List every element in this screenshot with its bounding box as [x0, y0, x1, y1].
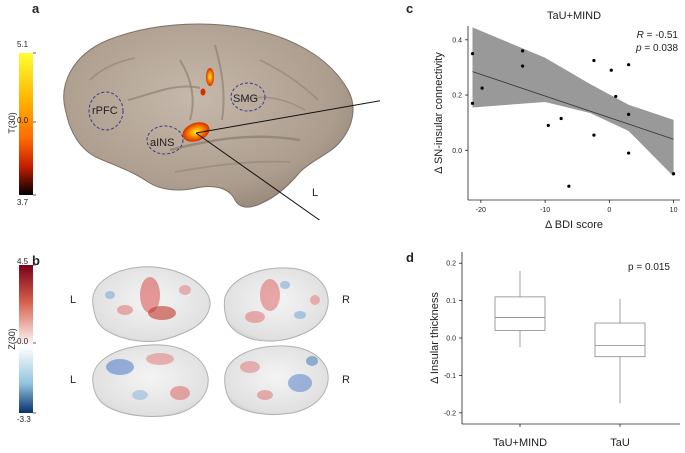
stat-p-symbol: p: [635, 43, 642, 54]
stat-r: R = -0.51: [637, 30, 679, 41]
label-b-top-left: L: [70, 294, 77, 306]
brain-lateral-left-z: [92, 266, 211, 342]
colorbar-t: [19, 53, 33, 195]
box: [494, 296, 546, 331]
stat-p-value: = 0.038: [642, 43, 679, 54]
y-tick-label: 0.4: [452, 37, 462, 44]
y-tick-label: 0.0: [452, 148, 462, 155]
panel-letter-c: c: [406, 1, 414, 16]
data-point: [567, 184, 571, 188]
connector-line-d: [195, 132, 321, 220]
panel-a-figure: [19, 23, 380, 220]
data-point: [627, 63, 631, 67]
roi-smg-outline: [230, 82, 266, 112]
colorbar-z-mid: 0.0: [17, 337, 29, 346]
chart-title: TaU+MIND: [547, 10, 601, 22]
x-tick-label: TaU+MIND: [493, 437, 547, 449]
data-point: [559, 116, 563, 121]
colorbar-z-label: Z(30): [7, 328, 17, 350]
data-point: [521, 64, 525, 68]
region-label-ains: aINS: [150, 137, 175, 149]
roi-rpfc-outline: [88, 91, 124, 131]
data-point: [470, 101, 475, 105]
x-tick-label: 10: [670, 207, 678, 214]
colorbar-z: [19, 265, 33, 413]
data-point: [480, 86, 484, 90]
label-b-bottom-right: R: [342, 374, 350, 386]
connector-line-c: [195, 100, 380, 134]
y-tick-label: 0.0: [446, 336, 456, 343]
box: [594, 322, 646, 358]
roi-ains-outline: [146, 125, 184, 155]
data-point: [614, 94, 618, 99]
activation-parietal: [206, 68, 214, 86]
stat-r-symbol: R: [637, 30, 644, 41]
colorbar-t-min: 3.7: [17, 198, 29, 207]
activation-insula: [182, 122, 210, 142]
data-point: [609, 68, 613, 72]
brain-medial-left-z: [92, 344, 209, 417]
y-tick-label: -0.2: [444, 410, 456, 417]
panel-b-figure: [19, 264, 329, 417]
colorbar-z-max: 4.5: [17, 257, 29, 266]
y-axis-label: Δ SN-insular connectivity: [433, 52, 445, 174]
activation-small: [200, 88, 206, 96]
regression-line: [472, 71, 674, 140]
data-point: [627, 151, 631, 155]
label-b-bottom-left: L: [70, 374, 77, 386]
y-tick-label: 0.1: [446, 298, 456, 305]
y-tick-label: 0.2: [452, 93, 462, 100]
panel-letter-a: a: [32, 1, 40, 16]
region-label-rpfc: rPFC: [92, 105, 118, 117]
y-tick-label: 0.2: [446, 261, 456, 268]
region-label-smg: SMG: [233, 93, 259, 105]
brain-lateral-right-z: [223, 267, 329, 342]
colorbar-t-label: T(30): [7, 112, 17, 134]
data-point: [521, 49, 525, 53]
data-point: [470, 52, 475, 56]
label-b-top-right: R: [342, 294, 350, 306]
data-point: [546, 123, 550, 128]
stat-r-value: = -0.51: [644, 30, 679, 41]
x-tick-label: 0: [607, 207, 611, 214]
x-axis-label: Δ BDI score: [545, 219, 603, 231]
x-tick-label: -10: [540, 207, 550, 214]
scatter-chart: -20 -10 0 10 0.0 0.2 0.4 TaU+MIND Δ BDI score Δ S…: [433, 10, 680, 231]
x-tick-label: TaU: [610, 437, 630, 449]
data-point: [627, 112, 631, 116]
x-tick-label: -20: [476, 207, 486, 214]
data-point: [671, 172, 676, 176]
panel-letter-d: d: [406, 250, 414, 265]
panel-letter-b: b: [32, 253, 40, 268]
stat-p: p = 0.038: [635, 43, 678, 54]
data-point: [592, 58, 596, 63]
y-tick-label: -0.1: [444, 373, 456, 380]
y-axis-label: Δ Insular thickness: [429, 292, 441, 384]
p-value-annotation: p = 0.015: [628, 262, 670, 273]
colorbar-t-mid: 0.0: [17, 116, 29, 125]
hemisphere-label-a: L: [312, 187, 319, 199]
brain-medial-right-z: [224, 345, 329, 416]
colorbar-t-max: 5.1: [17, 40, 29, 49]
data-point: [592, 133, 596, 137]
colorbar-z-min: -3.3: [17, 415, 31, 424]
